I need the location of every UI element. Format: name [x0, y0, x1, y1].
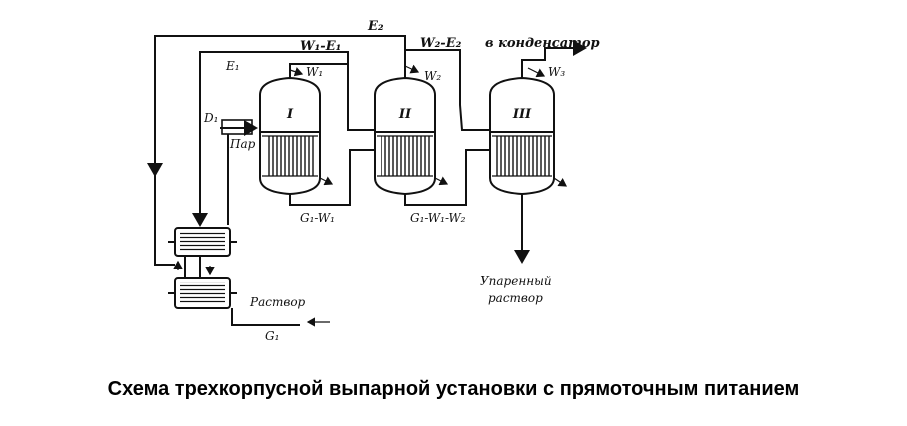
label-g1: G₁ [265, 329, 279, 343]
label-steam: Пар [229, 137, 256, 151]
label-evaporated-1: Упаренный [480, 274, 552, 288]
vessel-3 [489, 76, 555, 196]
label-d1: D₁ [203, 111, 218, 125]
heat-exchanger-connections [154, 175, 330, 327]
vapor-piping [147, 35, 587, 227]
label-solution: Раствор [249, 295, 306, 309]
label-w2-e2: W₂-E₂ [420, 36, 462, 51]
vessel-1-label: I [286, 107, 294, 122]
vessel-3-label: III [512, 107, 532, 122]
label-w1-e1: W₁-E₁ [300, 39, 341, 54]
label-evaporated-2: раствор [488, 291, 543, 305]
label-w1: W₁ [306, 65, 323, 79]
label-to-condenser: в конденсатор [485, 36, 600, 51]
vessel-1 [259, 76, 321, 196]
vessel-2 [374, 76, 436, 196]
figure-caption: Схема трехкорпусной выпарной установки с… [107, 378, 800, 400]
heat-exchanger-upper [168, 227, 237, 257]
steam-inlet [220, 119, 258, 225]
heat-exchanger-lower [168, 277, 237, 309]
liquid-piping [289, 149, 567, 264]
label-e2: E₂ [367, 19, 384, 34]
label-e1: E₁ [225, 59, 240, 73]
label-w2: W₂ [424, 69, 441, 83]
label-w3: W₃ [548, 65, 565, 79]
evaporator-diagram: I II III [147, 19, 600, 343]
label-g1-w1: G₁-W₁ [300, 211, 335, 225]
label-g1-w1-w2: G₁-W₁-W₂ [410, 211, 466, 225]
vessel-2-label: II [398, 107, 412, 122]
